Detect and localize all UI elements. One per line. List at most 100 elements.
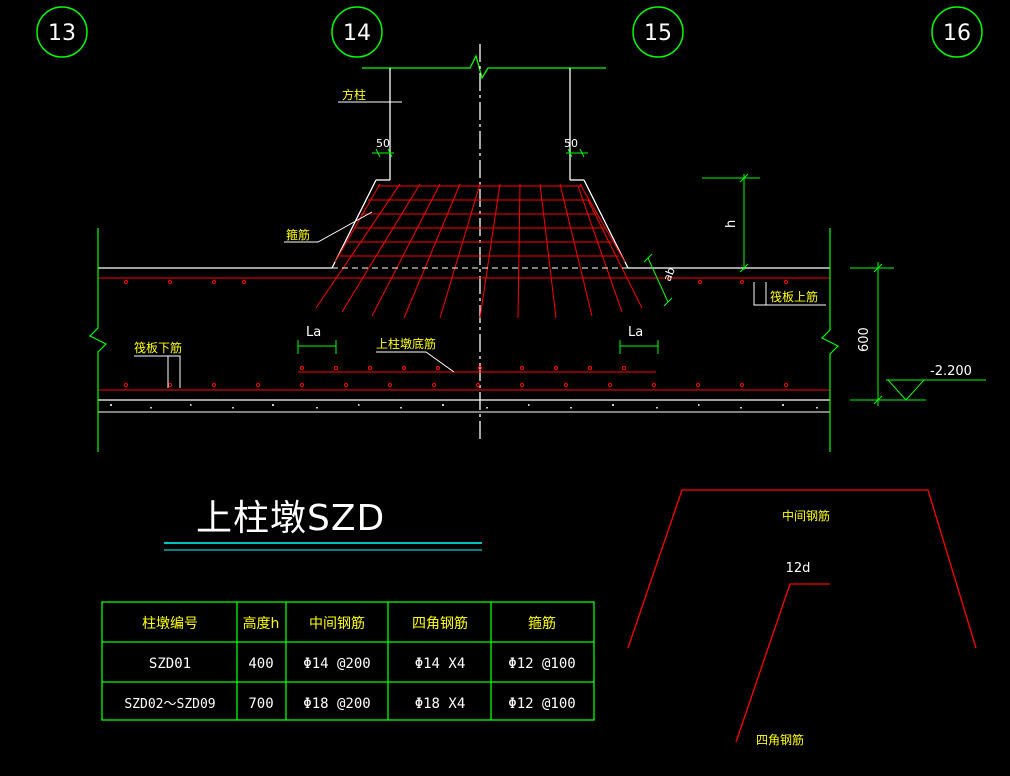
break-right (820, 228, 840, 452)
axis-bubble-16[interactable]: 16 (931, 6, 983, 58)
middle-bar-shape (627, 489, 977, 649)
rebar-corner-right (579, 183, 626, 263)
rebar-dot (435, 365, 441, 371)
rebar-dot (553, 365, 559, 371)
axis-label: 16 (943, 21, 971, 46)
rebar-fan (341, 183, 421, 313)
tick (643, 253, 653, 263)
rebar-dot (367, 365, 373, 371)
raft-top-bar-leader: 筏板上筋 (753, 282, 826, 306)
axis-circle (36, 6, 88, 58)
rebar-dot (167, 382, 173, 388)
speck (232, 407, 234, 409)
rebar-dot (343, 382, 349, 388)
leader-line (753, 282, 767, 306)
anchor-left-label: La (306, 325, 321, 340)
table-cell: Φ18 X4 (415, 696, 466, 712)
rebar-fan (559, 183, 593, 317)
height-label: h (724, 220, 739, 228)
rebar-dots (123, 279, 789, 388)
speck (782, 404, 784, 406)
rebar-dot (299, 382, 305, 388)
axis-label: 15 (644, 21, 672, 46)
raft-top-bar-label: 筏板上筋 (770, 289, 818, 304)
corner-bar-label: 四角钢筋 (756, 732, 804, 747)
rebar-dot (607, 382, 613, 388)
table-cell: Φ12 @100 (508, 696, 575, 712)
speck (816, 407, 818, 409)
rebar-dot (519, 382, 525, 388)
rebar-dot (431, 382, 437, 388)
offset-left-label: 50 (376, 137, 390, 150)
rebar-dot (123, 279, 129, 285)
pier-rebar-grid (315, 183, 643, 319)
slope-label: ab (661, 266, 678, 284)
dim-line (647, 257, 669, 303)
rebar-fan (587, 199, 643, 309)
rebar-dot (255, 382, 261, 388)
rebar-corner-left (334, 183, 381, 263)
drawing-title: 上柱墩SZD (196, 498, 385, 539)
raft-slab (88, 228, 840, 452)
slope-dim (643, 253, 673, 307)
stirrup-label: 箍筋 (286, 227, 310, 242)
tick (579, 148, 585, 158)
tick (873, 263, 883, 273)
raft-bottom-bar-label: 筏板下筋 (134, 340, 182, 355)
tick (387, 148, 393, 158)
break-left (88, 228, 108, 452)
anchor-right-label: La (628, 325, 643, 340)
thickness-label: 600 (857, 327, 872, 352)
speck (612, 404, 614, 406)
middle-bar-label: 中间钢筋 (782, 508, 830, 523)
speck (656, 407, 658, 409)
axis-bubble-14[interactable]: 14 (331, 6, 383, 58)
rebar-dot (519, 365, 525, 371)
rebar-fan (517, 183, 521, 319)
rebar-dot (241, 279, 247, 285)
elevation-marker (886, 379, 986, 401)
rebar-dot (123, 382, 129, 388)
axis-circle (331, 6, 383, 58)
axis-bubble-15[interactable]: 15 (632, 6, 684, 58)
speck (358, 404, 360, 406)
header-cell: 中间钢筋 (309, 615, 365, 632)
rebar-fan (315, 183, 401, 309)
table-cell: Φ12 @100 (508, 656, 575, 672)
pier-bottom-bar-leader: 上柱墩底筋 (376, 336, 455, 373)
column (362, 44, 606, 442)
column-leader: 方柱 (338, 87, 402, 103)
speck (698, 404, 700, 406)
rebar-dot (651, 382, 657, 388)
table-row: SZD01 400 Φ14 @200 Φ14 X4 Φ12 @100 (149, 656, 576, 672)
rebar-dot (211, 382, 217, 388)
table-cell: Φ14 X4 (415, 656, 466, 672)
tick (567, 148, 573, 158)
axis-bubble-13[interactable]: 13 (36, 6, 88, 58)
leader-line (284, 211, 373, 243)
schedule-table (101, 601, 595, 721)
speck (272, 404, 274, 406)
table-cell: 400 (248, 656, 273, 672)
table-border (101, 601, 595, 721)
table-row: SZD02～SZD09 700 Φ18 @200 Φ18 X4 Φ12 @100 (124, 696, 575, 712)
stirrup-leader: 箍筋 (284, 211, 373, 243)
rebar-dot (167, 279, 173, 285)
axis-label: 14 (343, 21, 371, 46)
tick (375, 148, 381, 158)
axis-label: 13 (48, 21, 76, 46)
tick (739, 173, 749, 183)
rebar-fan (439, 183, 481, 319)
header-cell: 高度h (243, 615, 280, 632)
rebar-dot (697, 279, 703, 285)
pier-right-slope (583, 179, 629, 269)
rebar-fan (479, 183, 501, 319)
speck (486, 407, 488, 409)
rebar-dot (587, 365, 593, 371)
break-line-top (362, 54, 606, 80)
rebar-dot (401, 365, 407, 371)
offset-right-label: 50 (564, 137, 578, 150)
header-cell: 四角钢筋 (412, 615, 468, 632)
elevation-triangle (887, 379, 925, 401)
